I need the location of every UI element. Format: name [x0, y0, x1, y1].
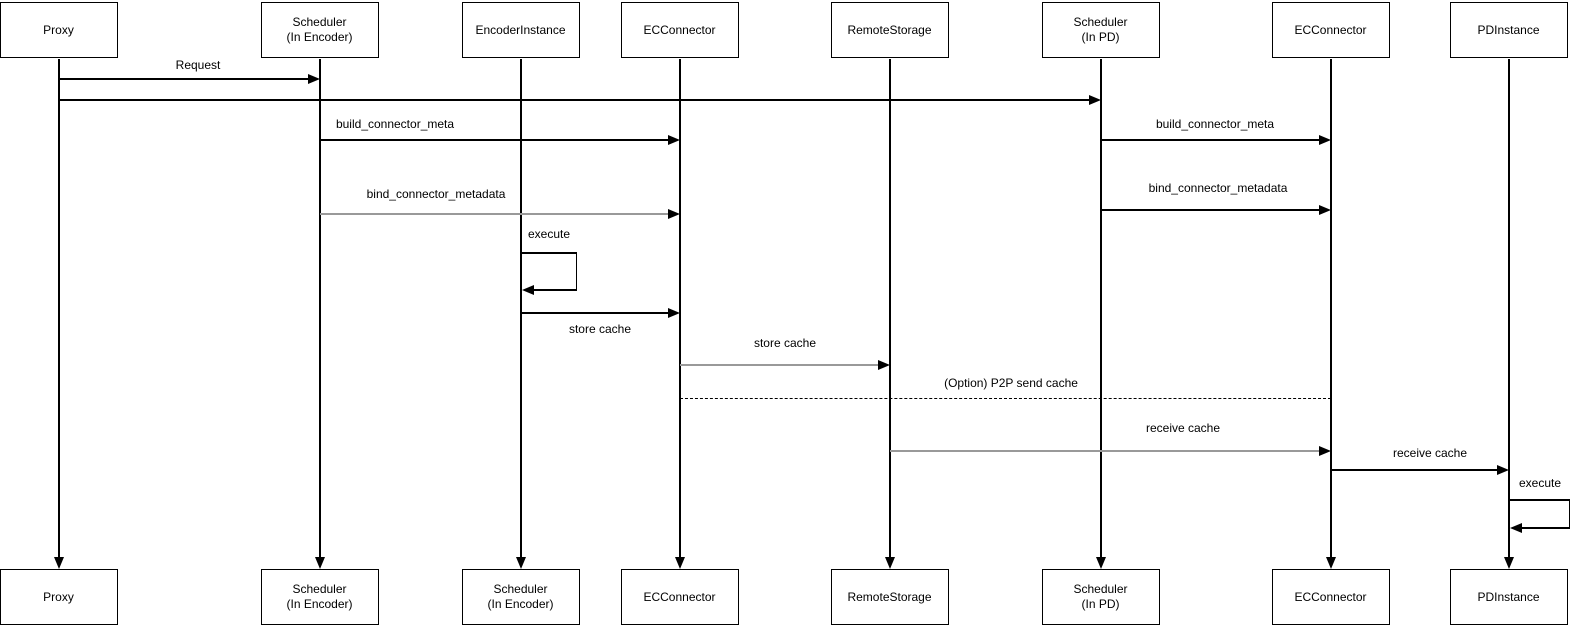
bottom-box-scheduler-encoder-2: Scheduler (In Encoder) [461, 569, 580, 625]
message-option-p2p-send-cache-8-label: (Option) P2P send cache [944, 376, 1078, 390]
lifeline-arrowhead-scheduler-encoder [315, 557, 325, 569]
message-bind-connector-metadata-5-label: bind_connector_metadata [1148, 181, 1288, 195]
message-store-cache-7-label: store cache [753, 336, 817, 350]
bottom-box-ec-connector: ECConnector [620, 569, 739, 625]
lifeline-arrowhead-scheduler-pd [1096, 557, 1106, 569]
top-box-ec-connector: ECConnector [620, 2, 739, 58]
message-execute-12-return [1521, 527, 1570, 529]
lifeline-ec-connector-2 [1330, 59, 1332, 559]
lifeline-scheduler-encoder [319, 59, 321, 559]
message-bind-connector-metadata-5-line [1101, 209, 1321, 211]
message-request-0-label: Request [175, 58, 221, 72]
bottom-box-pd-instance: PDInstance [1449, 569, 1568, 625]
message-message-1-arrowhead [1089, 94, 1101, 105]
lifeline-proxy [58, 59, 60, 559]
message-option-p2p-send-cache-8-line [680, 398, 1331, 400]
bottom-box-remote-storage: RemoteStorage [830, 569, 949, 625]
message-receive-cache-9-line [890, 450, 1321, 452]
lifeline-arrowhead-ec-connector [675, 557, 685, 569]
top-box-scheduler-pd: Scheduler (In PD) [1041, 2, 1160, 58]
message-execute-11-top [521, 252, 577, 254]
top-box-proxy: Proxy [0, 2, 118, 58]
lifeline-pd-instance [1508, 59, 1510, 559]
message-receive-cache-9-arrowhead [1319, 445, 1331, 456]
bottom-box-scheduler-pd: Scheduler (In PD) [1041, 569, 1160, 625]
top-box-scheduler-encoder: Scheduler (In Encoder) [260, 2, 379, 58]
message-execute-12-label: execute [1518, 476, 1562, 490]
lifeline-remote-storage [889, 59, 891, 559]
lifeline-scheduler-pd [1100, 59, 1102, 559]
message-execute-11-label: execute [527, 227, 571, 241]
lifeline-arrowhead-remote-storage [885, 557, 895, 569]
message-execute-12-side [1568, 499, 1570, 529]
top-box-ec-connector-2: ECConnector [1271, 2, 1390, 58]
message-store-cache-6-arrowhead [668, 307, 680, 318]
message-build-connector-meta-3-label: build_connector_meta [1155, 117, 1275, 131]
top-box-encoder-instance: EncoderInstance [461, 2, 580, 58]
message-store-cache-6-label: store cache [568, 322, 632, 336]
lifeline-arrowhead-proxy [54, 557, 64, 569]
message-build-connector-meta-2-arrowhead [668, 134, 680, 145]
message-request-0-arrowhead [308, 73, 320, 84]
lifeline-encoder-instance [520, 59, 522, 559]
lifeline-arrowhead-ec-connector-2 [1326, 557, 1336, 569]
top-box-remote-storage: RemoteStorage [830, 2, 949, 58]
message-receive-cache-10-arrowhead [1497, 464, 1509, 475]
lifeline-arrowhead-pd-instance [1504, 557, 1514, 569]
top-box-pd-instance: PDInstance [1449, 2, 1568, 58]
message-execute-12-top [1509, 499, 1570, 501]
message-bind-connector-metadata-4-label: bind_connector_metadata [366, 187, 506, 201]
lifeline-arrowhead-encoder-instance [516, 557, 526, 569]
message-execute-11-return [533, 289, 577, 291]
message-bind-connector-metadata-5-arrowhead [1319, 204, 1331, 215]
message-build-connector-meta-2-line [320, 139, 670, 141]
message-bind-connector-metadata-4-line [320, 213, 670, 215]
message-execute-11-arrowhead [522, 284, 534, 295]
message-execute-12-arrowhead [1510, 522, 1522, 533]
message-bind-connector-metadata-4-arrowhead [668, 208, 680, 219]
message-receive-cache-10-label: receive cache [1392, 446, 1468, 460]
message-message-1-line [59, 99, 1091, 101]
message-store-cache-7-arrowhead [878, 359, 890, 370]
message-build-connector-meta-3-line [1101, 139, 1321, 141]
message-receive-cache-10-line [1331, 469, 1499, 471]
message-execute-11-side [575, 252, 577, 291]
message-store-cache-6-line [521, 312, 670, 314]
message-store-cache-7-line [680, 364, 880, 366]
message-request-0-line [59, 78, 310, 80]
bottom-box-proxy: Proxy [0, 569, 118, 625]
message-build-connector-meta-2-label: build_connector_meta [335, 117, 455, 131]
message-receive-cache-9-label: receive cache [1145, 421, 1221, 435]
lifeline-ec-connector [679, 59, 681, 559]
bottom-box-ec-connector-2: ECConnector [1271, 569, 1390, 625]
message-build-connector-meta-3-arrowhead [1319, 134, 1331, 145]
bottom-box-scheduler-encoder: Scheduler (In Encoder) [260, 569, 379, 625]
